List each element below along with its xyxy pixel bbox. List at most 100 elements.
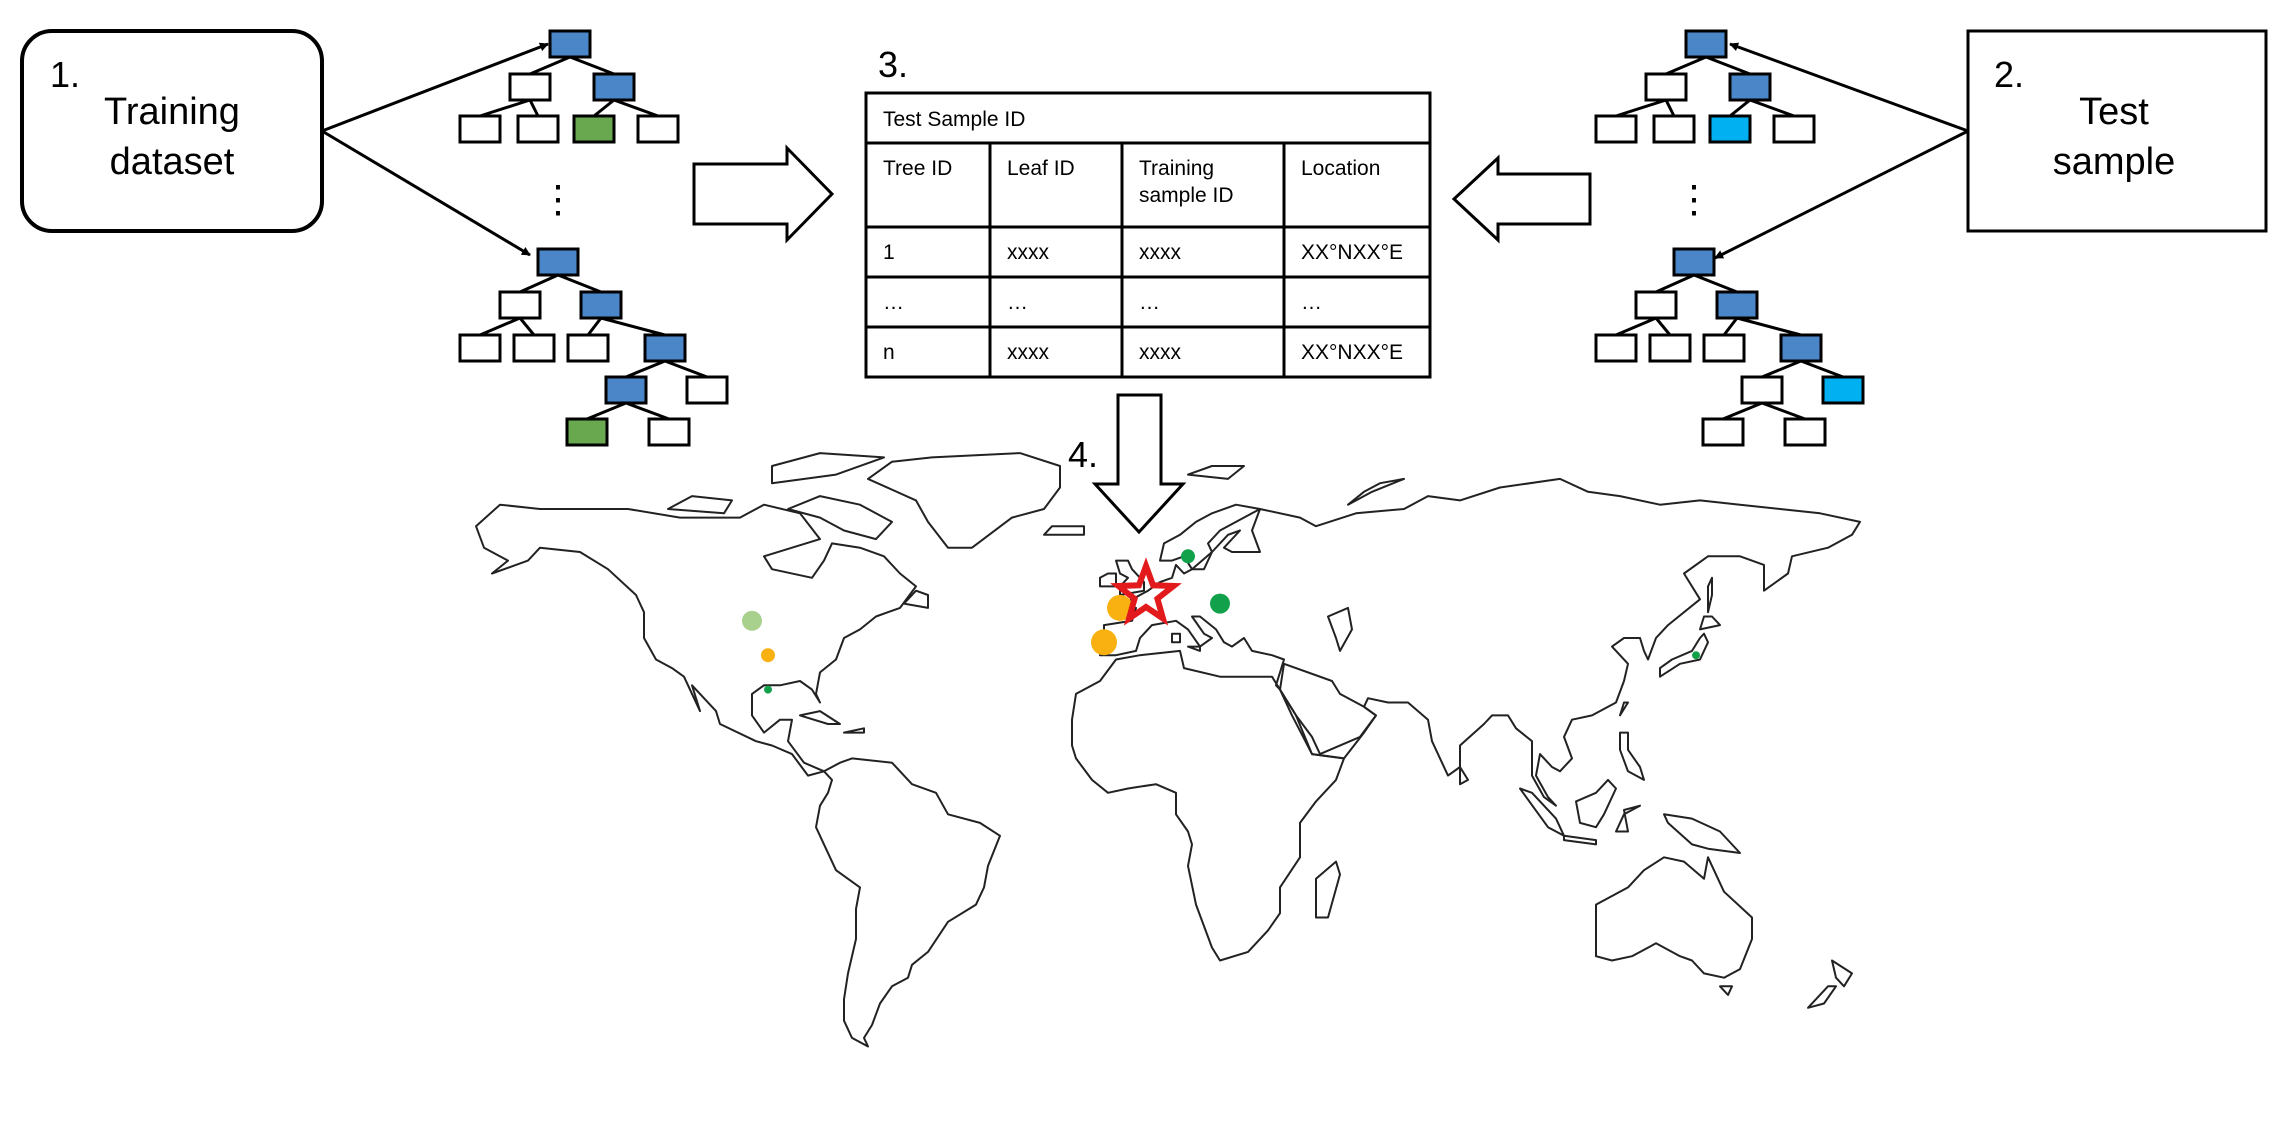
training-dataset-box: 1. Training dataset <box>20 29 324 233</box>
tree-internal-node <box>1728 72 1772 102</box>
tree-leaf <box>685 375 729 405</box>
landmass-new-zealand-south <box>1807 985 1837 1009</box>
tree-leaf <box>498 290 542 320</box>
table-header-cell: Leaf ID <box>1007 157 1075 180</box>
landmass-scandinavia <box>1159 503 1261 571</box>
continent-outlines <box>475 452 1861 1048</box>
test-label-line2: sample <box>2053 141 2176 183</box>
arrow-training-tree2 <box>321 129 531 257</box>
tree-leaf <box>1740 375 1784 405</box>
tree-internal-node <box>1672 247 1716 277</box>
table-title: Test Sample ID <box>883 108 1025 131</box>
landmass-ireland <box>1099 572 1117 588</box>
landmass-greenland <box>867 452 1061 549</box>
table-cell: XX°NXX°E <box>1301 341 1403 364</box>
table-step-number: 3. <box>878 44 908 85</box>
tree-leaf <box>458 333 502 363</box>
landmass-sumatra <box>1519 787 1565 837</box>
training-label-line1: Training <box>104 91 240 133</box>
landmass-africa <box>1071 649 1345 962</box>
block-arrow-down-icon <box>1091 393 1187 535</box>
sample-location-dot <box>1091 629 1117 656</box>
map-points <box>742 549 1700 694</box>
table-cell: … <box>1007 291 1028 314</box>
table-cell: … <box>883 291 904 314</box>
sample-location-dot <box>742 610 762 631</box>
landmass-iceland <box>1043 525 1085 536</box>
test-sample-frame <box>1966 29 2268 233</box>
tree-internal-node <box>604 375 648 405</box>
tree-leaf <box>516 114 560 144</box>
tree-internal-node <box>1779 333 1823 363</box>
tree-leaf <box>1701 417 1745 447</box>
tree-leaf <box>566 333 610 363</box>
landmass-victoria-island <box>667 495 733 515</box>
star-icon <box>1110 557 1182 626</box>
test-tree-n <box>1594 247 1865 447</box>
test-trees-ellipsis: ⋮ <box>1675 179 1713 221</box>
sample-location-dot <box>1181 549 1195 564</box>
landmass-japan <box>1659 632 1709 678</box>
landmass-sicily <box>1187 645 1201 652</box>
landmass-new-zealand-north <box>1831 959 1853 988</box>
test-label-line1: Test <box>2079 91 2149 133</box>
landmass-java <box>1563 834 1597 846</box>
table-cell: … <box>1301 291 1322 314</box>
tree-leaf <box>1634 290 1678 320</box>
tree-internal-node <box>643 333 687 363</box>
sample-location-dot <box>764 685 772 694</box>
table-cell: xxxx <box>1139 241 1182 264</box>
landmass-sardinia <box>1171 632 1181 644</box>
landmass-newfoundland <box>903 589 929 609</box>
training-trees-ellipsis: ⋮ <box>539 179 577 221</box>
arrow-training-tree1 <box>321 42 549 133</box>
landmass-australia <box>1595 856 1753 979</box>
landmass-ellesmere <box>771 452 885 485</box>
block-arrow-left-icon <box>1451 154 1592 244</box>
tree-leaf <box>636 114 680 144</box>
tree-leaf <box>1594 333 1638 363</box>
landmass-new-guinea <box>1663 813 1741 854</box>
table-frame <box>864 91 1432 379</box>
tree-leaf <box>458 114 502 144</box>
landmass-borneo <box>1575 778 1617 829</box>
block-arrow-right-icon <box>692 144 835 244</box>
tree-leaf <box>1594 114 1638 144</box>
table-header-cell: Location <box>1301 157 1380 180</box>
tree-leaf <box>1772 114 1816 144</box>
tree-leaf <box>1648 333 1692 363</box>
landmass-hokkaido <box>1699 615 1721 631</box>
sample-location-dot <box>761 648 775 663</box>
landmass-madagascar <box>1315 860 1341 919</box>
tree-internal-node <box>1715 290 1759 320</box>
tree-internal-node <box>592 72 636 102</box>
landmass-svalbard <box>1187 465 1245 480</box>
sample-location-dot <box>1107 594 1133 621</box>
table-cell: XX°NXX°E <box>1301 241 1403 264</box>
training-step-number: 1. <box>50 54 80 95</box>
tree-internal-node <box>536 247 580 277</box>
test-sample-box: 2. Test sample <box>1966 29 2268 233</box>
map-step-number: 4. <box>1068 434 1098 475</box>
test-step-number: 2. <box>1994 54 2024 95</box>
landmass-north-america <box>475 503 917 777</box>
tree-matched-leaf <box>1821 375 1865 405</box>
tree-internal-node <box>1684 29 1728 59</box>
test-tree-1 <box>1594 29 1816 144</box>
training-label-line2: dataset <box>110 141 235 183</box>
landmass-cuba <box>799 710 841 725</box>
tree-leaf <box>647 417 691 447</box>
landmass-eurasia <box>1099 477 1861 807</box>
table-cell: xxxx <box>1007 341 1050 364</box>
landmass-philippines <box>1619 731 1645 781</box>
landmass-hispaniola <box>843 727 865 734</box>
table-cell: xxxx <box>1139 341 1182 364</box>
sample-location-dot <box>1210 593 1230 614</box>
arrow-test-tree2 <box>1714 129 1969 260</box>
landmass-arabia <box>1279 662 1377 760</box>
landmass-sakhalin <box>1707 576 1713 614</box>
table-cell: 1 <box>883 241 895 264</box>
